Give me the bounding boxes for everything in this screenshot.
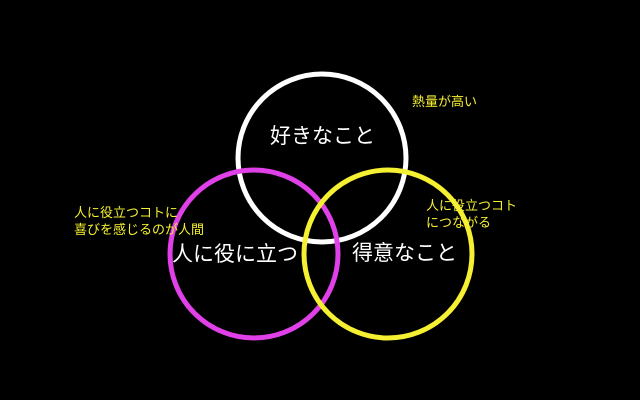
note-good: 人に役立つコト につながる <box>426 198 517 232</box>
note-help-line1: 人に役立つコトに <box>74 206 179 221</box>
note-good-line2: につながる <box>426 216 492 231</box>
note-help-line2: 喜びを感じるのが人間 <box>74 223 205 238</box>
label-like: 好きなこと <box>270 124 375 148</box>
circle-like <box>235 71 409 245</box>
circle-good <box>301 167 475 341</box>
label-help: 人に役に立つ <box>172 242 298 266</box>
note-like: 熱量が高い <box>412 95 478 110</box>
circle-help <box>167 167 341 341</box>
note-help: 人に役立つコトに 喜びを感じるのが人間 <box>74 205 204 239</box>
note-good-line1: 人に役立つコト <box>426 199 518 214</box>
label-good: 得意なこと <box>352 241 457 265</box>
